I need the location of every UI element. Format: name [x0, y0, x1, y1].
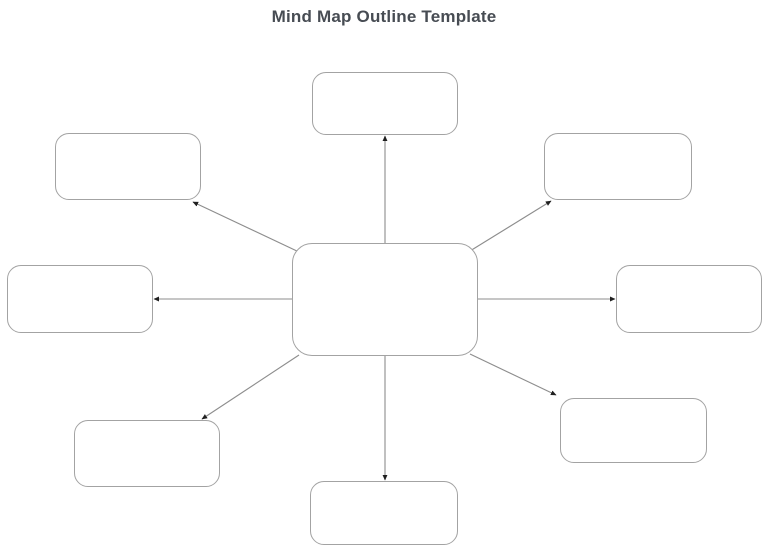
connector-center-to-bottom-left	[201, 354, 300, 420]
mind-map-center-node[interactable]	[292, 243, 478, 356]
mind-map-branch-node-bottom[interactable]	[310, 481, 458, 545]
mind-map-branch-node-bottom-right[interactable]	[560, 398, 707, 463]
mind-map-branch-node-bottom-left[interactable]	[74, 420, 220, 487]
mind-map-branch-node-top-left[interactable]	[55, 133, 201, 200]
connector-center-to-top-left	[192, 201, 300, 253]
page-title: Mind Map Outline Template	[271, 7, 497, 26]
connector-center-to-bottom-right	[469, 353, 557, 396]
connector-center-to-top-right	[469, 200, 552, 252]
mind-map-branch-node-top[interactable]	[312, 72, 458, 135]
mind-map-branch-node-right[interactable]	[616, 265, 762, 333]
mind-map-branch-node-top-right[interactable]	[544, 133, 692, 200]
mind-map-branch-node-left[interactable]	[7, 265, 153, 333]
